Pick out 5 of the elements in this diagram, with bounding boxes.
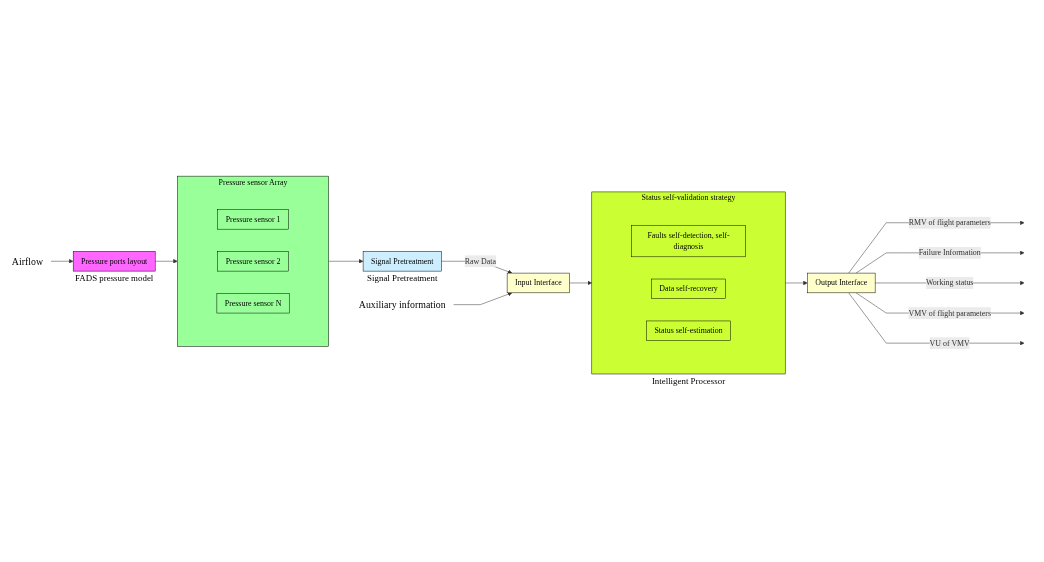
node-label: FADS pressure model <box>75 273 154 283</box>
node-text: Airflow <box>11 255 44 267</box>
node-label: Intelligent Processor <box>651 375 726 386</box>
node-text: Auxiliary information <box>358 299 446 311</box>
node-label: Signal Pretreatment <box>367 273 438 283</box>
